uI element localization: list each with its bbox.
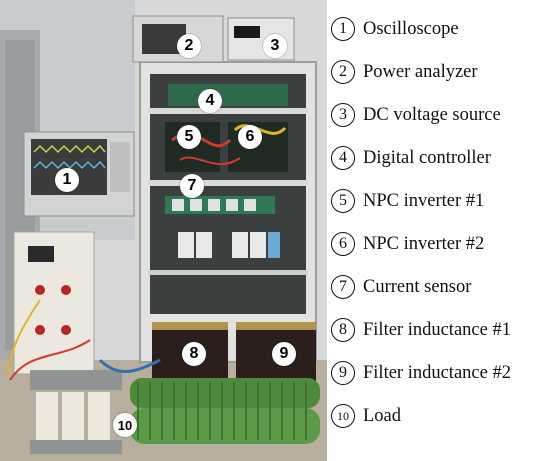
legend-number: 8 — [331, 318, 355, 342]
legend-label: Digital controller — [363, 147, 491, 168]
marker-9: 9 — [272, 342, 296, 366]
legend-label: Oscilloscope — [363, 18, 459, 39]
legend-number: 7 — [331, 275, 355, 299]
legend-number: 6 — [331, 232, 355, 256]
legend-label: Power analyzer — [363, 61, 478, 82]
legend-number: 3 — [331, 103, 355, 127]
legend-label: Filter inductance #1 — [363, 319, 511, 340]
marker-2: 2 — [177, 34, 201, 58]
marker-4: 4 — [198, 89, 222, 113]
marker-9-label: 9 — [279, 345, 289, 362]
legend-number: 5 — [331, 189, 355, 213]
marker-10: 10 — [113, 413, 137, 437]
legend-number: 10 — [331, 404, 355, 428]
legend-label: DC voltage source — [363, 104, 501, 125]
legend-item-current-sensor: 7 Current sensor — [331, 272, 471, 302]
marker-7: 7 — [180, 174, 204, 198]
marker-5: 5 — [177, 125, 201, 149]
marker-3: 3 — [263, 34, 287, 58]
legend-item-npc-inverter-2: 6 NPC inverter #2 — [331, 229, 484, 259]
marker-1-label: 1 — [62, 171, 72, 188]
lab-setup-photo: 1 2 3 4 5 6 7 8 9 10 — [0, 0, 327, 461]
marker-7-label: 7 — [187, 177, 197, 194]
legend-item-filter-inductance-2: 9 Filter inductance #2 — [331, 358, 511, 388]
legend-label: Filter inductance #2 — [363, 362, 511, 383]
marker-2-label: 2 — [184, 37, 194, 54]
legend-item-load: 10 Load — [331, 401, 401, 431]
marker-5-label: 5 — [184, 128, 194, 145]
marker-6: 6 — [238, 125, 262, 149]
legend-item-digital-controller: 4 Digital controller — [331, 143, 491, 173]
legend-item-power-analyzer: 2 Power analyzer — [331, 57, 478, 87]
photo-drawing — [0, 0, 327, 461]
marker-8: 8 — [182, 342, 206, 366]
legend-number: 1 — [331, 17, 355, 41]
legend-item-dc-voltage-source: 3 DC voltage source — [331, 100, 501, 130]
marker-3-label: 3 — [270, 37, 280, 54]
marker-1: 1 — [55, 168, 79, 192]
marker-4-label: 4 — [205, 92, 215, 109]
legend-item-npc-inverter-1: 5 NPC inverter #1 — [331, 186, 484, 216]
legend-label: NPC inverter #2 — [363, 233, 485, 254]
legend-label: Load — [363, 405, 402, 426]
legend-label: Current sensor — [363, 276, 472, 297]
legend-label: NPC inverter #1 — [363, 190, 485, 211]
legend-number: 4 — [331, 146, 355, 170]
marker-10-label: 10 — [117, 417, 133, 433]
marker-8-label: 8 — [189, 345, 199, 362]
legend-item-oscilloscope: 1 Oscilloscope — [331, 14, 459, 44]
legend-number: 2 — [331, 60, 355, 84]
marker-6-label: 6 — [245, 128, 255, 145]
legend-item-filter-inductance-1: 8 Filter inductance #1 — [331, 315, 511, 345]
legend-number: 9 — [331, 361, 355, 385]
